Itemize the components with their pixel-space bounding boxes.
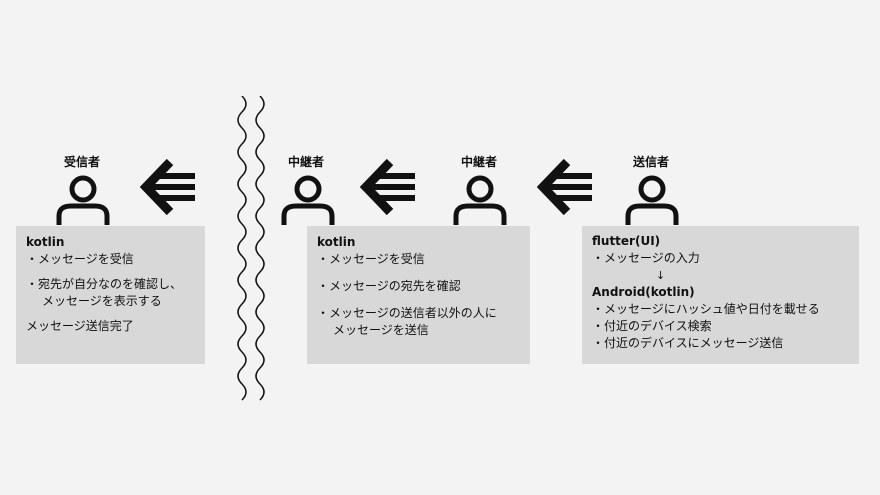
relay-box: kotlin ・メッセージを受信 ・メッセージの宛先を確認 ・メッセージの送信者… bbox=[307, 226, 530, 364]
receiver-item-1: ・メッセージを受信 bbox=[26, 252, 134, 266]
receiver-box: kotlin ・メッセージを受信 ・宛先が自分なのを確認し、 メッセージを表示す… bbox=[16, 226, 205, 364]
receiver-footer: メッセージ送信完了 bbox=[26, 319, 134, 333]
receiver-box-title: kotlin bbox=[26, 235, 65, 249]
sender-ui-item-1: ・メッセージの入力 bbox=[592, 251, 700, 265]
sender-android-item-1: ・メッセージにハッシュ値や日付を載せる bbox=[592, 302, 820, 316]
receiver-label: 受信者 bbox=[63, 155, 100, 169]
sender-box: flutter(UI) ・メッセージの入力 ↓ Android(kotlin) … bbox=[582, 226, 859, 364]
relay-item-2: ・メッセージの宛先を確認 bbox=[317, 279, 461, 293]
arrow-left-icon bbox=[360, 158, 415, 216]
person-icon bbox=[453, 175, 507, 225]
sender-android-item-3: ・付近のデバイスにメッセージ送信 bbox=[592, 336, 784, 350]
receiver-item-2: ・宛先が自分なのを確認し、 bbox=[26, 277, 183, 291]
relay1-label: 中継者 bbox=[287, 155, 324, 169]
relay2-label: 中継者 bbox=[460, 155, 497, 169]
person-icon bbox=[56, 175, 110, 225]
sender-android-item-2: ・付近のデバイス検索 bbox=[592, 319, 712, 333]
relay-box-title: kotlin bbox=[317, 235, 356, 249]
receiver-item-2-cont: メッセージを表示する bbox=[42, 294, 162, 308]
sender-box-title2: Android(kotlin) bbox=[592, 285, 695, 299]
relay-item-3: ・メッセージの送信者以外の人に bbox=[317, 306, 497, 320]
sender-label: 送信者 bbox=[632, 155, 669, 169]
arrow-left-icon bbox=[537, 158, 592, 216]
relay-item-3-cont: メッセージを送信 bbox=[333, 323, 429, 337]
wavy-separator bbox=[237, 96, 265, 401]
arrow-left-icon bbox=[140, 158, 195, 216]
down-arrow-icon: ↓ bbox=[656, 269, 666, 282]
person-icon bbox=[625, 175, 679, 225]
relay-item-1: ・メッセージを受信 bbox=[317, 252, 425, 266]
person-icon bbox=[281, 175, 335, 225]
sender-box-title: flutter(UI) bbox=[592, 234, 661, 248]
